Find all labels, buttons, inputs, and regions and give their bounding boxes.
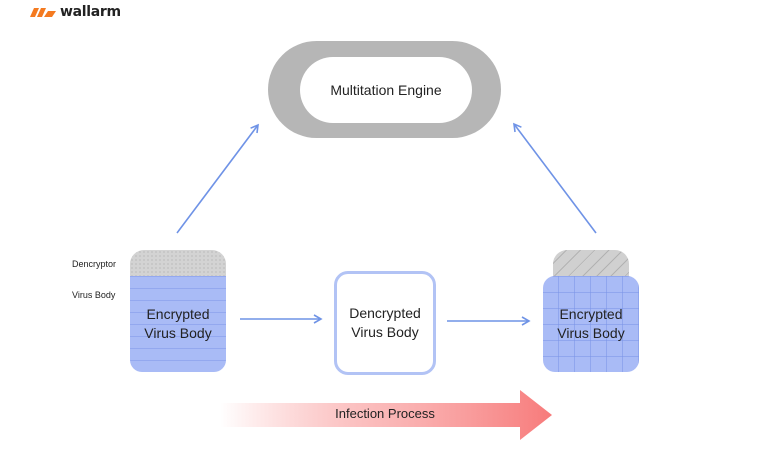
left-decryptor-cap <box>130 250 226 278</box>
left-body-line2: Virus Body <box>144 325 212 341</box>
decryptor-label: Dencryptor <box>72 259 117 269</box>
mutation-engine-label: Multitation Engine <box>300 57 472 123</box>
brand-logo: wallarm <box>30 4 121 20</box>
brand-name: wallarm <box>60 4 121 20</box>
arrow-right-to-engine <box>513 122 597 234</box>
arrow-left-to-engine <box>176 123 259 234</box>
left-body-line1: Encrypted <box>146 306 210 322</box>
infection-process-label: Infection Process <box>335 406 435 421</box>
right-body-line2: Virus Body <box>557 325 625 341</box>
wallarm-logo-icon <box>30 8 56 17</box>
virus-body-label: Virus Body <box>72 290 116 300</box>
left-encrypted-virus-body: Encrypted Virus Body <box>130 276 226 372</box>
infection-process-arrow <box>220 390 552 440</box>
middle-body-line2: Virus Body <box>351 324 419 340</box>
middle-body-line1: Dencrypted <box>349 305 421 321</box>
right-body-line1: Encrypted <box>559 306 623 322</box>
right-encrypted-virus-body: Encrypted Virus Body <box>543 276 639 372</box>
decrypted-virus-body: Dencrypted Virus Body <box>334 271 436 375</box>
right-decryptor-cap <box>553 250 629 280</box>
